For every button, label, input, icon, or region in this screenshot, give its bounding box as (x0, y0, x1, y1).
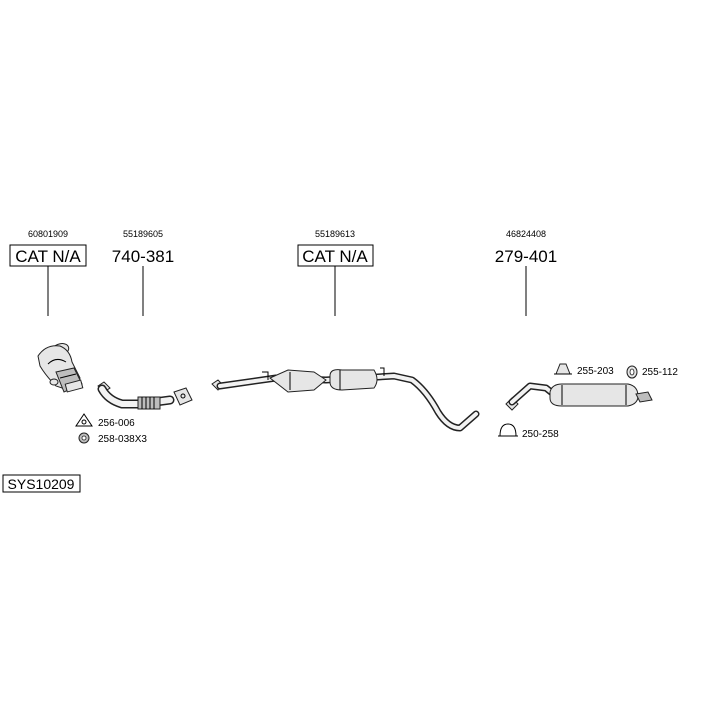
system-code-box (2, 474, 81, 493)
part-group-3: 55189613 CAT N/A (297, 229, 374, 316)
system-code-label: SYS10209 (8, 476, 75, 492)
accessory-255-112[interactable]: 255-112 (626, 365, 678, 379)
part-label-1[interactable]: CAT N/A (15, 247, 81, 266)
accessory-code: 250-258 (522, 429, 559, 440)
part-group-2: 55189605 740-381 (112, 229, 174, 316)
accessory-255-203[interactable]: 255-203 (554, 363, 614, 377)
accessory-code: 255-112 (642, 367, 678, 378)
rear-silencer-body (549, 383, 639, 407)
part-group-1: 60801909 CAT N/A (9, 229, 87, 316)
oe-number-1: 60801909 (28, 229, 68, 239)
oe-number-4: 46824408 (506, 229, 546, 239)
accessory-250-258[interactable]: 250-258 (498, 423, 559, 440)
flex-bellows (137, 396, 161, 410)
front-pipe-drawing[interactable] (97, 381, 193, 410)
part-label-3[interactable]: CAT N/A (302, 247, 368, 266)
accessory-258-038X3[interactable]: 258-038X3 (78, 432, 147, 445)
oe-number-3: 55189613 (315, 229, 355, 239)
middle-section-drawing[interactable] (211, 367, 480, 432)
accessory-code: 258-038X3 (98, 434, 147, 445)
accessory-code: 255-203 (577, 366, 614, 377)
accessory-code: 256-006 (98, 418, 135, 429)
rubber-mount-icon (555, 363, 571, 375)
accessory-256-006[interactable]: 256-006 (75, 413, 135, 429)
part-label-2[interactable]: 740-381 (112, 247, 174, 266)
triangle-gasket-icon (75, 413, 93, 427)
part-group-4: 46824408 279-401 (495, 229, 557, 316)
rear-silencer-drawing[interactable] (505, 382, 653, 411)
oe-number-2: 55189605 (123, 229, 163, 239)
catalytic-converter-front-drawing[interactable] (37, 341, 84, 393)
pipe-clamp-icon (499, 423, 517, 437)
system-code: SYS10209 (2, 474, 81, 493)
part-label-4[interactable]: 279-401 (495, 247, 557, 266)
catalyst-body (269, 369, 327, 393)
tailpipe (635, 391, 653, 403)
center-silencer-body (329, 369, 378, 391)
